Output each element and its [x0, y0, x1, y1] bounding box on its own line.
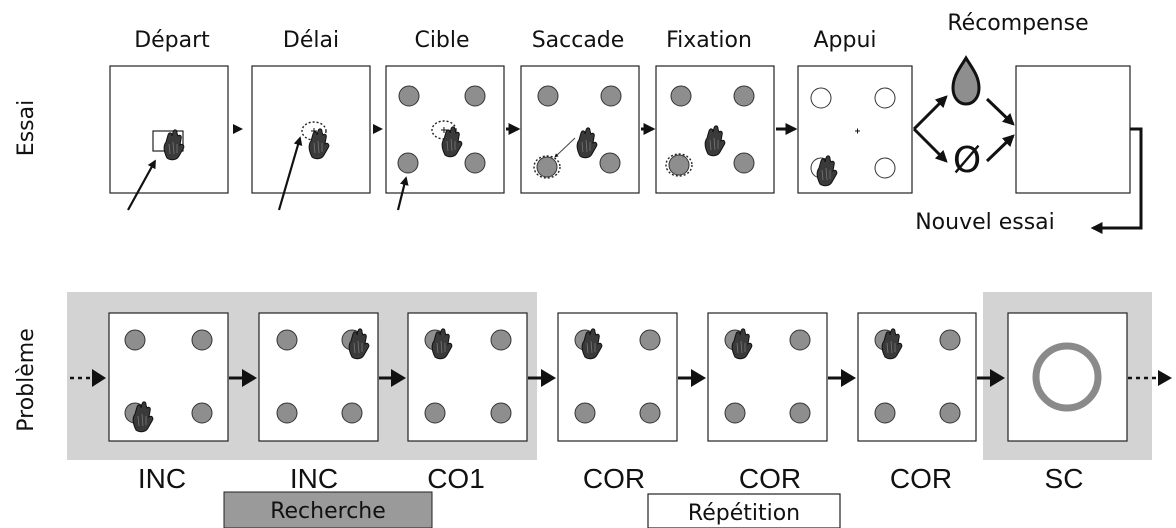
arrow-icon [242, 369, 257, 387]
problem-frame-cor-3 [857, 312, 977, 442]
ring-icon [1032, 342, 1102, 412]
problem-frame-sc [1007, 312, 1128, 442]
search-phase-box: Recherche [223, 491, 433, 528]
repeat-phase-box: Répétition [647, 493, 841, 528]
reward-title: Récompense [947, 11, 1088, 36]
problem-frame-inc-2 [258, 312, 379, 442]
arrow-icon [541, 369, 556, 387]
arrow-icon [990, 369, 1005, 387]
arrow-icon [391, 369, 406, 387]
trial-row-label: Essai [14, 100, 39, 156]
step-title-fixation: Fixation [666, 28, 752, 53]
arrow-icon [691, 369, 706, 387]
arrow-icon [373, 124, 383, 134]
repeat-phase-label: Répétition [688, 501, 800, 526]
trial-frame-delai [251, 65, 371, 211]
step-title-saccade: Saccade [532, 28, 625, 53]
problem-label-inc-2: INC [290, 463, 338, 494]
trial-frame-blank [1015, 65, 1131, 194]
problem-frame-co1 [407, 312, 528, 442]
problem-label-sc: SC [1045, 463, 1084, 494]
search-phase-label: Recherche [270, 499, 386, 524]
arrow-icon [1158, 370, 1172, 386]
trial-frame-saccade [520, 65, 640, 194]
trial-arrows [233, 95, 1015, 163]
problem-arrows [70, 369, 1172, 387]
new-trial-arrow [1090, 127, 1143, 234]
problem-label-cor-2: COR [739, 463, 801, 494]
problem-step-labels: INC INC CO1 COR COR COR SC [138, 463, 1084, 494]
step-title-depart: Départ [134, 28, 210, 53]
trial-frame-cible [385, 65, 505, 211]
new-trial-label: Nouvel essai [915, 210, 1055, 235]
step-title-delai: Délai [283, 28, 339, 53]
trial-frame-depart [109, 65, 229, 211]
problem-frame-cor-2 [707, 312, 828, 442]
problem-row-label: Problème [14, 328, 39, 431]
problem-frame-inc-1 [108, 312, 229, 442]
problem-frame-cor-1 [557, 312, 678, 442]
arrow-icon [841, 369, 856, 387]
step-title-cible: Cible [414, 28, 469, 53]
arrow-icon [92, 369, 106, 387]
problem-label-co1: CO1 [427, 463, 485, 494]
trial-frame-fixation [655, 65, 775, 194]
problem-label-inc-1: INC [138, 463, 186, 494]
trial-step-titles: Départ Délai Cible Saccade Fixation Appu… [134, 11, 1088, 53]
step-title-appui: Appui [813, 28, 876, 53]
drop-icon [951, 55, 981, 106]
no-reward-symbol: Ø [953, 140, 981, 181]
problem-label-cor-1: COR [583, 463, 645, 494]
problem-label-cor-3: COR [890, 463, 952, 494]
arrow-icon [233, 124, 243, 134]
trial-frame-appui [797, 65, 913, 194]
